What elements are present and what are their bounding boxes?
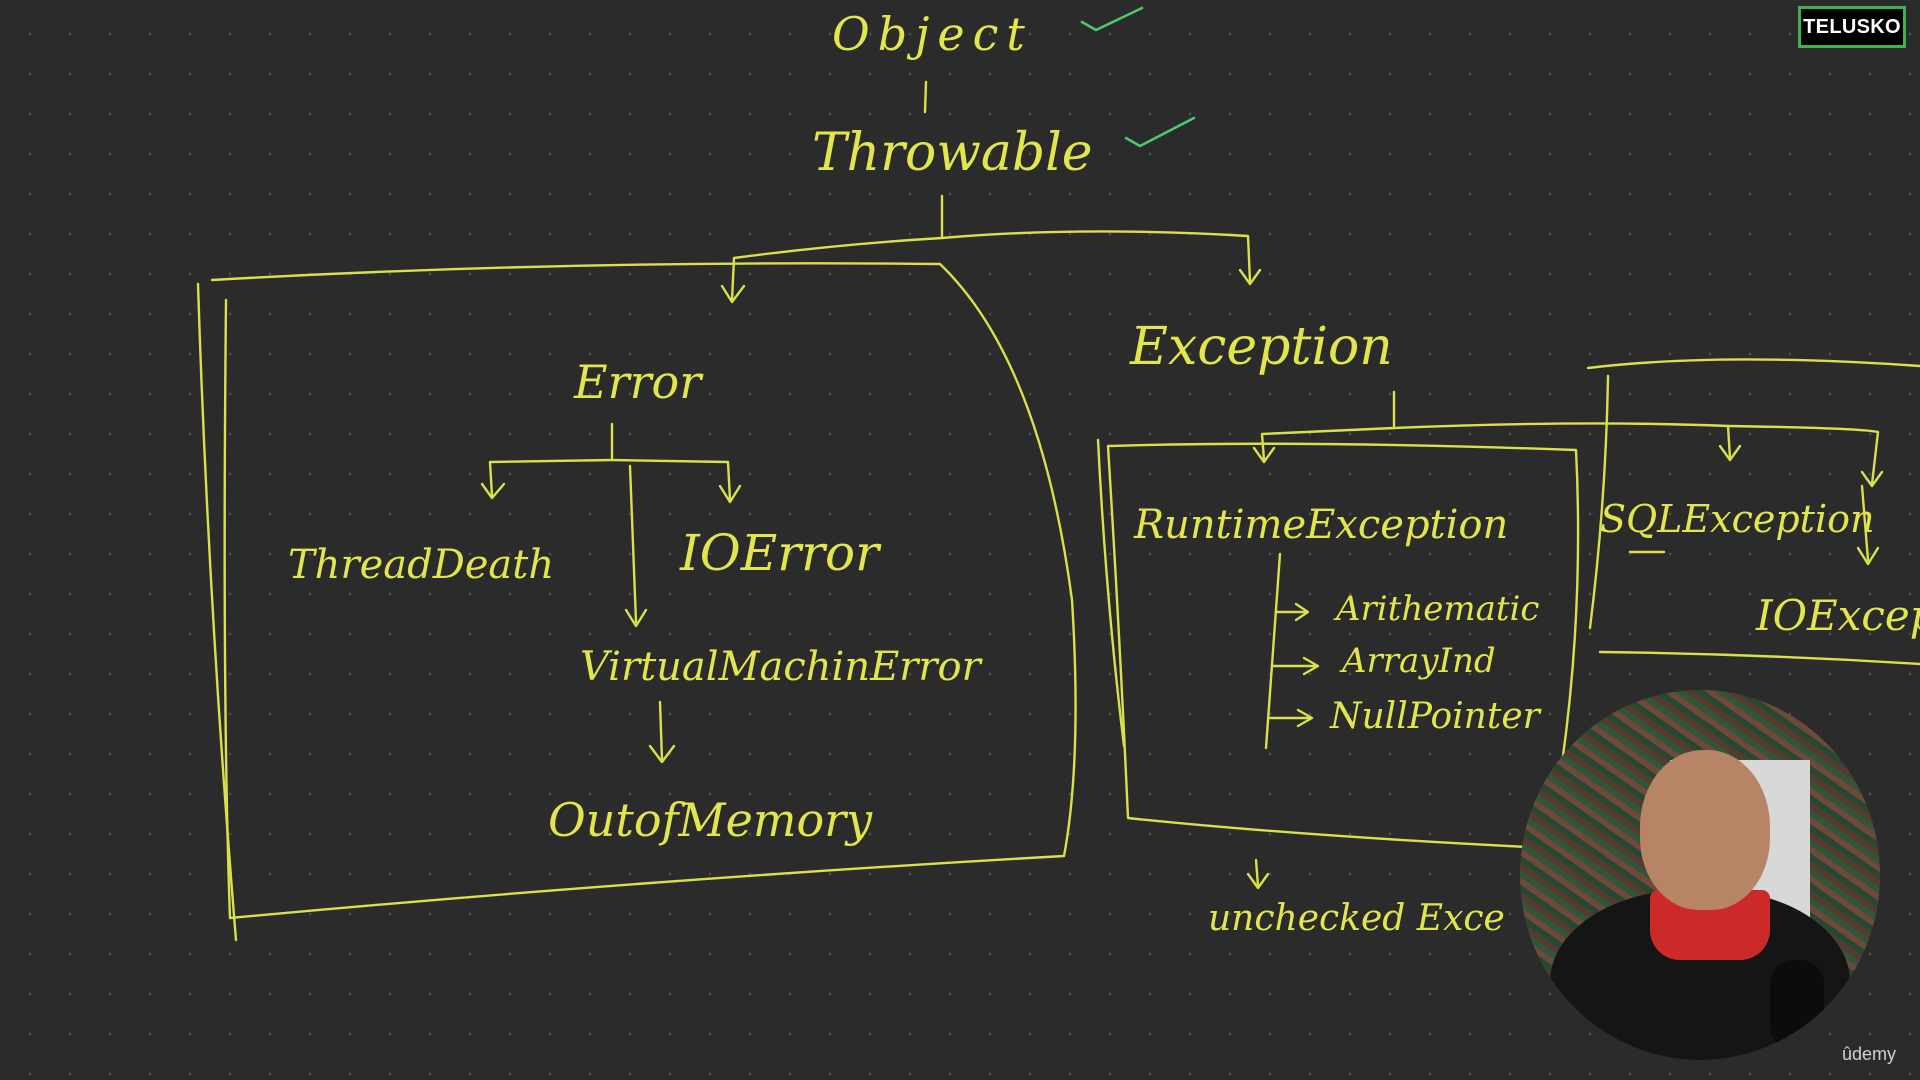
presenter-webcam	[1520, 690, 1880, 1060]
object-check-icon	[1080, 6, 1144, 32]
checked-box-bottom	[1598, 650, 1920, 666]
throwable-to-exception-branch	[940, 230, 1252, 284]
ioerror-label: IOError	[679, 524, 882, 582]
threaddeath-label: ThreadDeath	[288, 542, 554, 588]
runtime-children-line	[1264, 552, 1282, 750]
exception-to-runtime-branch	[1260, 390, 1396, 462]
throwable-label: Throwable	[812, 123, 1093, 183]
ioexcep-top-arrowhead	[1860, 470, 1884, 488]
vmerror-arrowhead	[624, 608, 648, 628]
exception-arrowhead	[1238, 268, 1262, 286]
throwable-to-error-branch	[730, 194, 944, 302]
ioexcep-arrowhead	[1856, 546, 1880, 566]
vmerror-label: VirtualMachinError	[580, 644, 984, 690]
error-label: Error	[573, 355, 704, 409]
sql-arrowhead	[1718, 444, 1742, 462]
vmerror-to-oom-line	[658, 700, 664, 762]
throwable-check-icon	[1124, 116, 1196, 148]
arithematic-arrow	[1274, 602, 1310, 622]
outofmemory-label: OutofMemory	[548, 793, 873, 847]
runtimeexception-label: RuntimeException	[1133, 502, 1508, 548]
oom-arrowhead	[648, 744, 676, 764]
exception-to-ioexcep-branch	[1726, 424, 1880, 486]
object-label: Object	[832, 7, 1033, 61]
runtime-arrowhead	[1252, 446, 1276, 464]
sqlexception-label: SQLException	[1600, 497, 1874, 541]
error-arrowhead	[720, 284, 746, 304]
exception-to-sql-branch	[1392, 422, 1732, 460]
threaddeath-arrowhead	[480, 482, 506, 500]
presenter-head	[1640, 750, 1770, 910]
ioexcep-line	[1860, 484, 1870, 562]
ioexcep-label: IOExcep	[1755, 591, 1920, 640]
unchecked-arrowhead	[1246, 872, 1270, 890]
error-middle-branch	[628, 464, 638, 624]
arrayind-arrow	[1270, 656, 1320, 676]
runtime-box-left-stroke	[1096, 438, 1126, 748]
object-to-throwable-line	[923, 80, 928, 114]
checked-box-left	[1588, 374, 1610, 630]
checked-box-top	[1586, 358, 1920, 370]
nullpointer-arrow	[1268, 708, 1314, 728]
error-right-branch	[610, 458, 732, 502]
unchecked-label: unchecked Exce	[1208, 898, 1505, 939]
nullpointer-label: NullPointer	[1329, 696, 1542, 737]
exception-label: Exception	[1129, 317, 1393, 377]
udemy-watermark: ûdemy	[1842, 1044, 1897, 1064]
microphone-icon	[1770, 960, 1824, 1050]
ioerror-arrowhead	[718, 484, 742, 504]
arithematic-label: Arithematic	[1333, 589, 1539, 629]
error-box-left-stroke	[196, 282, 238, 942]
unchecked-arrow-line	[1254, 858, 1260, 888]
error-left-branch	[488, 422, 614, 498]
arrayind-label: ArrayInd	[1339, 641, 1496, 681]
telusko-logo: TELUSKO	[1798, 6, 1906, 48]
